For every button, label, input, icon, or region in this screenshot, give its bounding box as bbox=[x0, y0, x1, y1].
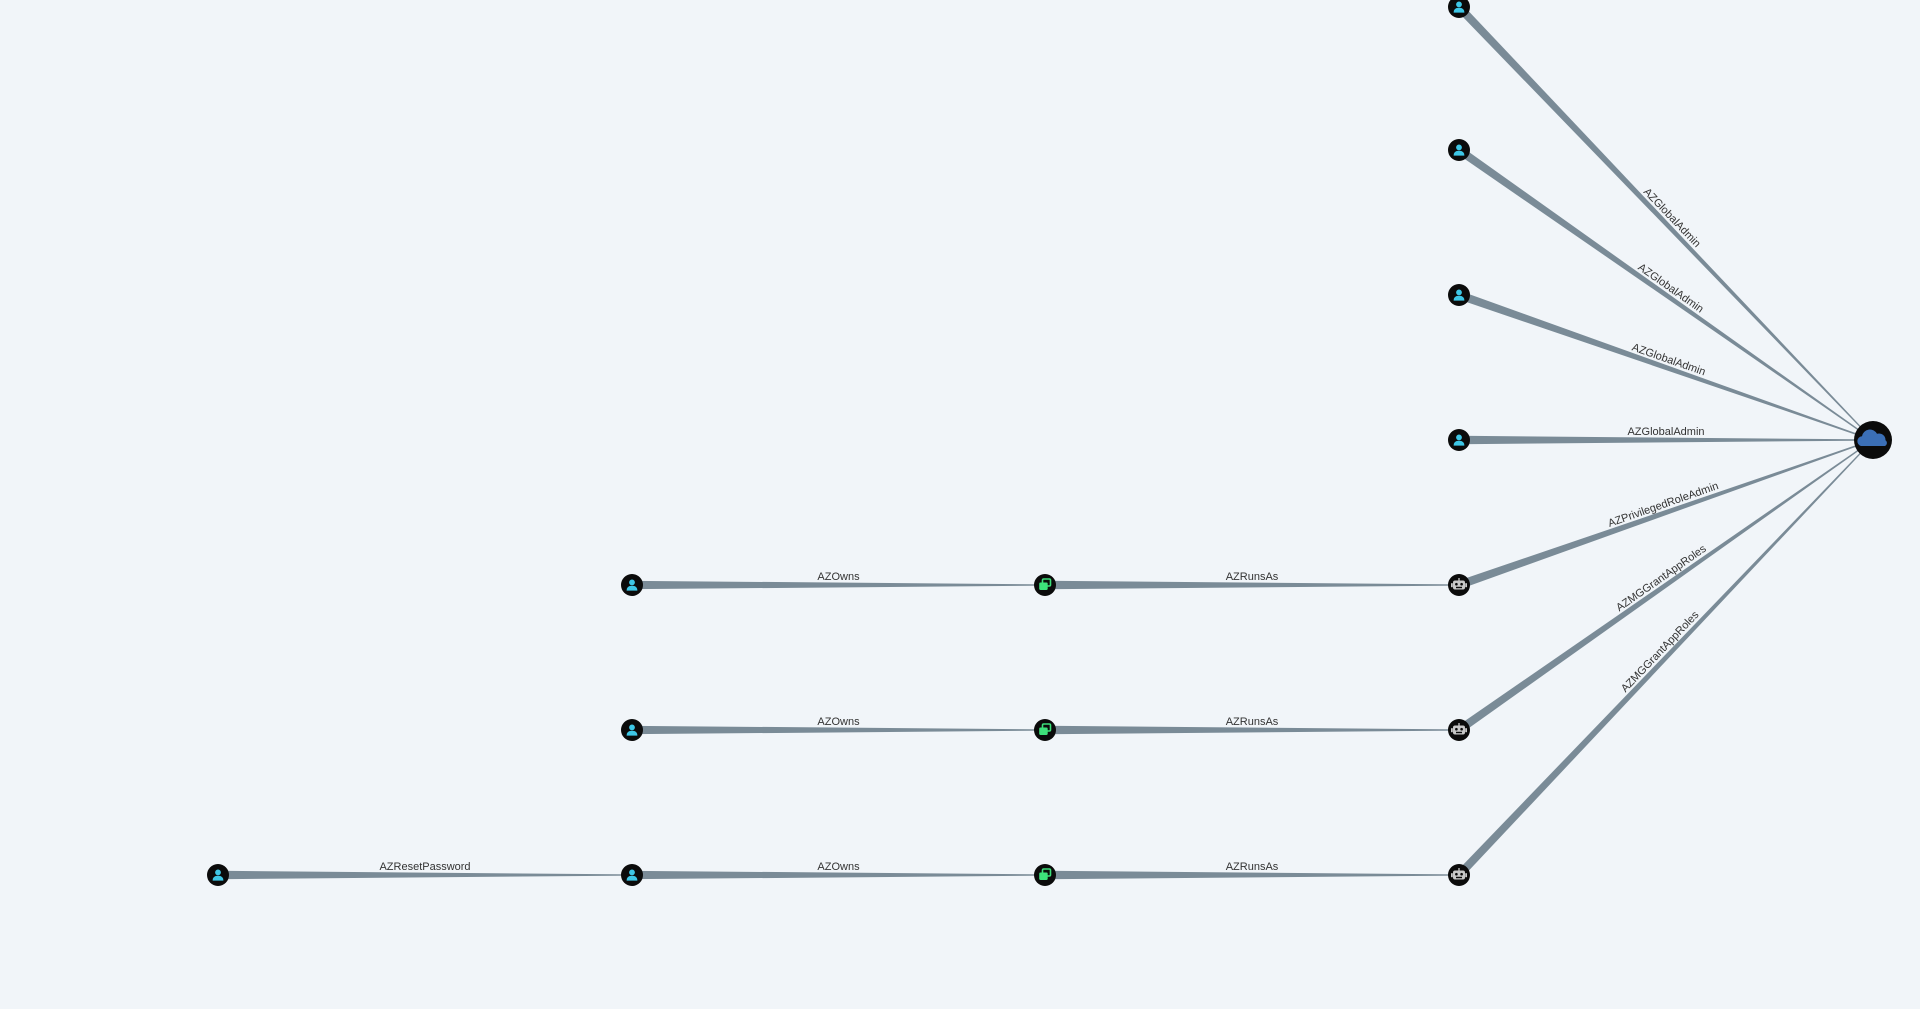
edge-label: AZMGGrantAppRoles bbox=[1614, 543, 1709, 614]
edge-label: AZRunsAs bbox=[1226, 861, 1279, 873]
edge-u2-tenant[interactable] bbox=[1456, 146, 1874, 441]
edge-label: AZGlobalAdmin bbox=[1641, 186, 1703, 250]
tenant-node[interactable] bbox=[1854, 421, 1892, 459]
user-node[interactable] bbox=[1448, 139, 1470, 161]
user-icon bbox=[1453, 144, 1465, 156]
edge-label: AZOwns bbox=[817, 861, 860, 873]
service-principal-node[interactable] bbox=[1448, 719, 1470, 741]
edge-label: AZMGGrantAppRoles bbox=[1619, 609, 1702, 695]
edge-label: AZRunsAs bbox=[1226, 571, 1279, 583]
edge-u3-tenant[interactable] bbox=[1457, 291, 1874, 441]
automation-account-node[interactable] bbox=[1034, 574, 1056, 596]
user-node[interactable] bbox=[207, 864, 229, 886]
edge-label: AZPrivilegedRoleAdmin bbox=[1607, 480, 1721, 530]
user-icon bbox=[626, 724, 638, 736]
edge-ow2-aa2[interactable] bbox=[632, 725, 1045, 735]
edge-aa1-sp1[interactable] bbox=[1045, 580, 1459, 590]
user-node[interactable] bbox=[1448, 284, 1470, 306]
robot-icon bbox=[1451, 868, 1467, 880]
edge-label: AZGlobalAdmin bbox=[1627, 426, 1704, 438]
user-icon bbox=[212, 869, 224, 881]
automation-account-node[interactable] bbox=[1034, 719, 1056, 741]
automation-account-icon bbox=[1039, 868, 1052, 880]
user-icon bbox=[626, 579, 638, 591]
automation-account-icon bbox=[1039, 578, 1052, 590]
user-icon bbox=[1453, 289, 1465, 301]
edge-sp3-tenant[interactable] bbox=[1456, 439, 1874, 878]
user-icon bbox=[1453, 1, 1465, 13]
edge-sp1-tenant[interactable] bbox=[1457, 439, 1874, 589]
edge-u4-tenant[interactable] bbox=[1459, 435, 1873, 445]
edge-label: AZOwns bbox=[817, 571, 860, 583]
nodes-layer bbox=[207, 0, 1892, 886]
edge-label: AZOwns bbox=[817, 716, 860, 728]
edge-sp2-tenant[interactable] bbox=[1456, 439, 1874, 734]
user-icon bbox=[626, 869, 638, 881]
edge-aa3-sp3[interactable] bbox=[1045, 870, 1459, 880]
robot-icon bbox=[1451, 578, 1467, 590]
cloud-icon bbox=[1857, 429, 1887, 446]
automation-account-node[interactable] bbox=[1034, 864, 1056, 886]
edge-ow1-aa1[interactable] bbox=[632, 580, 1045, 590]
edge-aa2-sp2[interactable] bbox=[1045, 725, 1459, 735]
edges-layer bbox=[218, 4, 1874, 880]
user-node[interactable] bbox=[621, 864, 643, 886]
edge-label: AZResetPassword bbox=[379, 861, 470, 873]
service-principal-node[interactable] bbox=[1448, 864, 1470, 886]
edge-label: AZRunsAs bbox=[1226, 716, 1279, 728]
robot-icon bbox=[1451, 723, 1467, 735]
user-node[interactable] bbox=[1448, 0, 1470, 18]
service-principal-node[interactable] bbox=[1448, 574, 1470, 596]
automation-account-icon bbox=[1039, 723, 1052, 735]
edge-u1-tenant[interactable] bbox=[1456, 4, 1874, 441]
edge-labels-layer: AZGlobalAdminAZGlobalAdminAZGlobalAdminA… bbox=[379, 186, 1720, 873]
user-node[interactable] bbox=[1448, 429, 1470, 451]
edge-ow3-aa3[interactable] bbox=[632, 870, 1045, 880]
edge-label: AZGlobalAdmin bbox=[1636, 261, 1706, 315]
user-icon bbox=[1453, 434, 1465, 446]
edge-src-ow3[interactable] bbox=[218, 870, 632, 880]
user-node[interactable] bbox=[621, 719, 643, 741]
user-node[interactable] bbox=[621, 574, 643, 596]
